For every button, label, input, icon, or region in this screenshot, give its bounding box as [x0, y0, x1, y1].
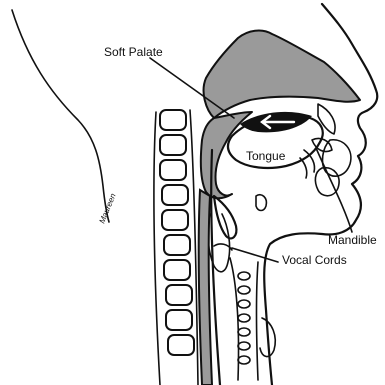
label-soft-palate: Soft Palate — [104, 45, 163, 59]
label-tongue: Tongue — [246, 149, 286, 163]
vertebra — [164, 235, 190, 255]
vertebra — [162, 210, 188, 230]
label-vocal-cords: Vocal Cords — [282, 253, 347, 267]
vertebra — [168, 335, 194, 355]
vertebra — [160, 135, 186, 155]
vertebra — [164, 260, 190, 280]
epiglottis — [214, 196, 236, 238]
label-mandible: Mandible — [328, 233, 377, 247]
spine-back-line — [154, 112, 160, 385]
vertebra — [160, 110, 186, 130]
jaw-detail — [300, 150, 315, 178]
vertebra — [166, 285, 192, 305]
head-outline — [12, 10, 109, 222]
cervical-spine — [154, 110, 198, 385]
vertebra — [166, 310, 192, 330]
leader-mandible — [316, 148, 352, 232]
trachea — [230, 258, 258, 380]
leader-vocal-cords — [232, 248, 278, 262]
vertebra — [160, 160, 186, 180]
vertebra — [162, 185, 188, 205]
hyoid-bone — [256, 195, 266, 211]
esophagus — [199, 190, 212, 385]
artist-signature: Maureen — [98, 192, 118, 225]
nasal-cavity — [204, 31, 360, 118]
upper-incisor — [318, 104, 335, 134]
